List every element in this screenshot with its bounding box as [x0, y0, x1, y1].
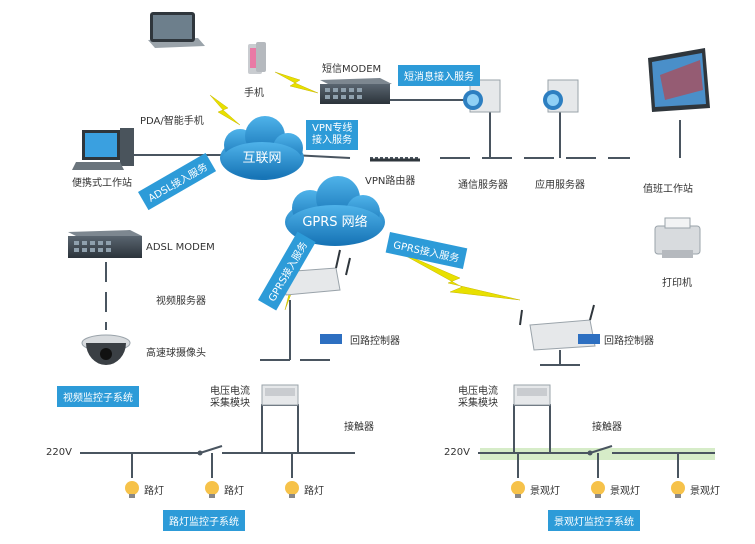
- tablet-icon: [148, 12, 205, 48]
- app-server-icon: [543, 79, 579, 113]
- vc-module-left-label: 电压电流 采集模块: [210, 386, 250, 409]
- duty-workstation-label: 值班工作站: [643, 184, 693, 195]
- contactor-right-label: 接触器: [592, 422, 622, 433]
- street-subsystem-badge: 路灯监控子系统: [163, 510, 245, 531]
- loop-controller-left-label: 回路控制器: [350, 336, 400, 347]
- lamp-label: 景观灯: [610, 486, 640, 497]
- app-server-label: 应用服务器: [535, 180, 585, 191]
- gprs-cloud-label: GPRS 网络: [302, 214, 367, 230]
- lamp-icon: [671, 481, 685, 498]
- lamp-icon: [591, 481, 605, 498]
- voltage-right-label: 220V: [444, 447, 470, 458]
- lamp-label: 路灯: [304, 486, 324, 497]
- adsl-modem-label: ADSL MODEM: [146, 242, 215, 253]
- internet-cloud: [220, 116, 304, 180]
- duty-workstation-icon: [648, 48, 710, 112]
- printer-label: 打印机: [662, 278, 692, 289]
- lamp-icons: [125, 481, 685, 498]
- lamp-icon: [205, 481, 219, 498]
- laptop-workstation-label: 便携式工作站: [72, 178, 132, 189]
- dome-camera-label: 高速球摄像头: [146, 348, 206, 359]
- power-bus: [80, 404, 715, 478]
- lamp-label: 景观灯: [690, 486, 720, 497]
- landscape-subsystem-badge: 景观灯监控子系统: [548, 510, 640, 531]
- video-subsystem-badge: 视频监控子系统: [57, 386, 139, 407]
- adsl-modem-icon: [68, 230, 142, 258]
- lamp-label: 路灯: [224, 486, 244, 497]
- sms-modem-label: 短信MODEM: [322, 64, 382, 75]
- laptop-workstation-icon: [72, 128, 134, 170]
- phone-label: 手机: [244, 88, 264, 99]
- contactor-left-label: 接触器: [344, 422, 374, 433]
- comm-server-label: 通信服务器: [458, 180, 508, 191]
- phone-icon: [248, 42, 266, 74]
- lamp-icon: [285, 481, 299, 498]
- voltage-left-label: 220V: [46, 447, 72, 458]
- printer-icon: [654, 217, 701, 258]
- vc-module-right-label: 电压电流 采集模块: [458, 386, 498, 409]
- vc-module-right-icon: [513, 384, 551, 406]
- loop-controller-right-icon: [578, 334, 600, 344]
- sms-modem-icon: [320, 78, 392, 104]
- loop-controller-right-label: 回路控制器: [604, 336, 654, 347]
- pda-label: PDA/智能手机: [140, 116, 204, 127]
- gprs-cloud: [285, 176, 385, 246]
- lightning-gprs-right: [394, 249, 521, 301]
- lamp-icon: [511, 481, 525, 498]
- vc-module-left-icon: [261, 384, 299, 406]
- sms-service-badge: 短消息接入服务: [398, 65, 480, 86]
- internet-cloud-label: 互联网: [242, 151, 281, 166]
- loop-controller-left-icon: [320, 334, 342, 344]
- comm-server-icon: [463, 79, 501, 113]
- vpn-line-badge: VPN专线 接入服务: [306, 120, 359, 150]
- video-server-label: 视频服务器: [156, 296, 206, 307]
- lamp-label: 路灯: [144, 486, 164, 497]
- lamp-label: 景观灯: [530, 486, 560, 497]
- dome-camera-icon: [81, 334, 131, 365]
- lamp-icon: [125, 481, 139, 498]
- vpn-router-label: VPN路由器: [365, 176, 416, 187]
